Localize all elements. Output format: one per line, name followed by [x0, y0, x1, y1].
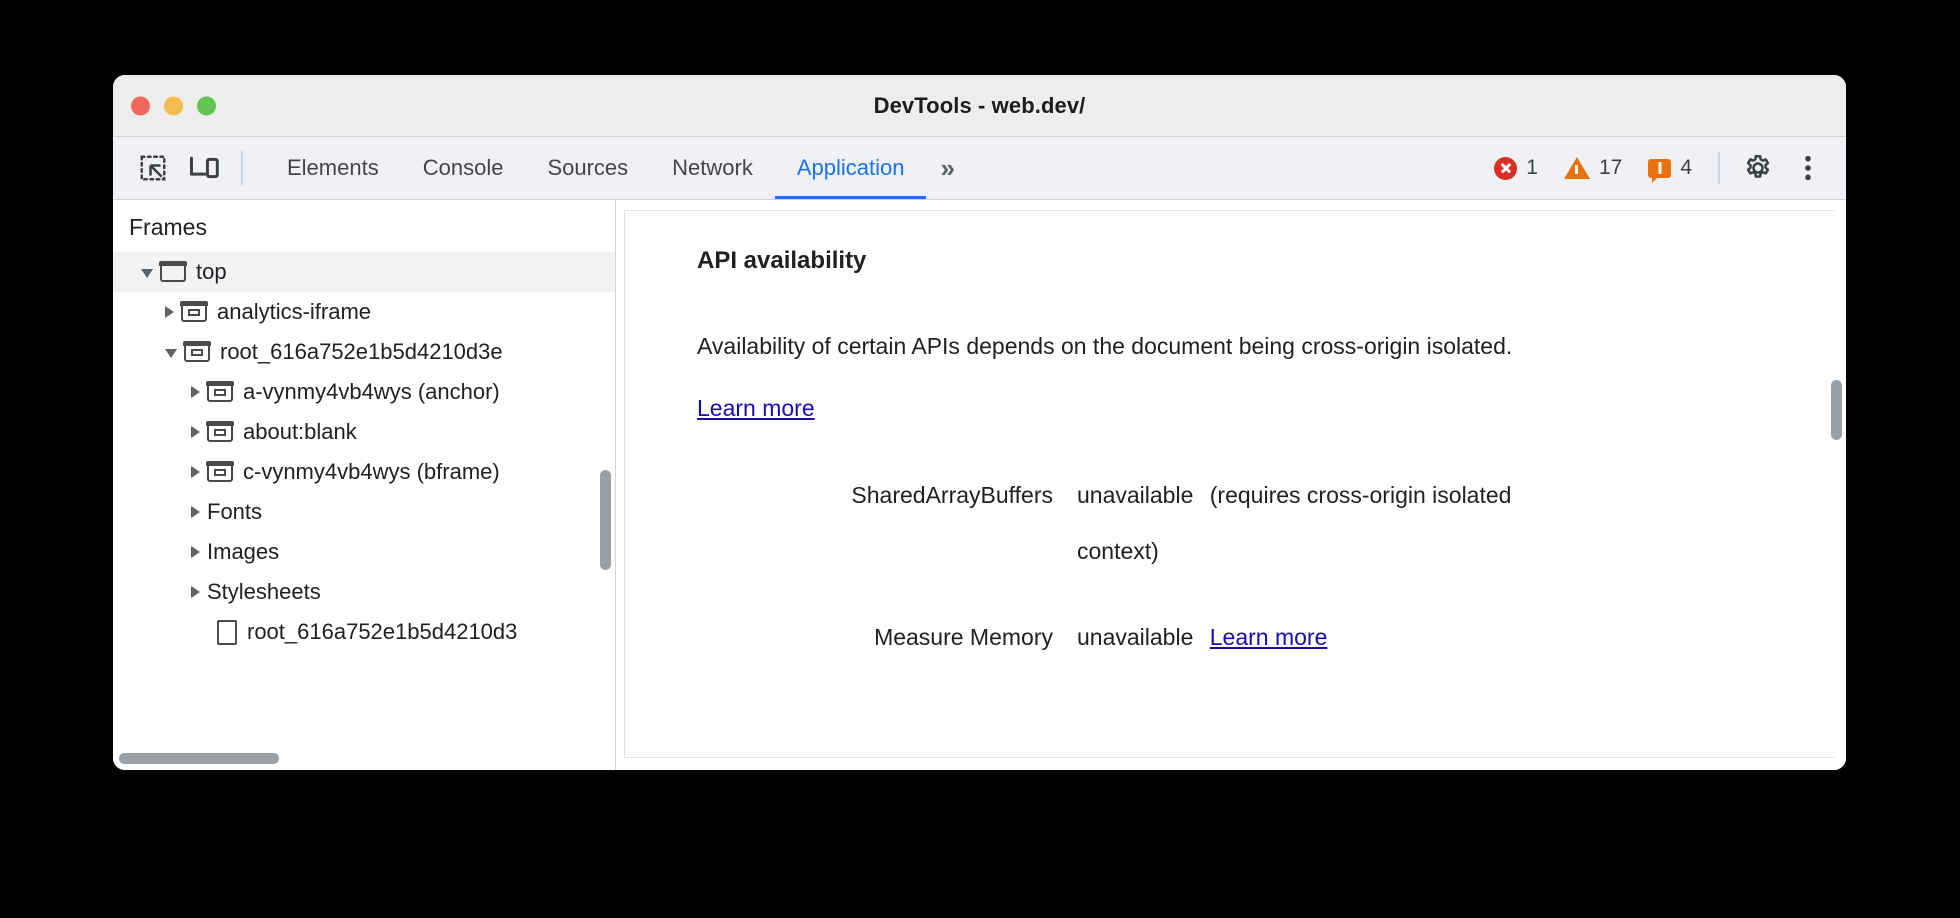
window-titlebar: DevTools - web.dev/ [113, 75, 1846, 137]
api-row-status: unavailable [1077, 624, 1194, 650]
frames-sidebar: Frames top analytics-iframe root_616a752… [113, 200, 616, 770]
api-row-status: unavailable [1077, 482, 1194, 508]
frame-icon [183, 341, 211, 362]
chevron-right-icon[interactable] [165, 306, 174, 318]
devtools-window: DevTools - web.dev/ Elements Console Sou… [113, 75, 1846, 770]
tree-item-label: a-vynmy4vb4wys (anchor) [243, 379, 500, 404]
learn-more-link[interactable]: Learn more [697, 395, 815, 421]
chevron-right-icon[interactable] [191, 466, 200, 478]
chevron-right-icon[interactable] [191, 506, 200, 518]
maximize-window-button[interactable] [197, 96, 216, 115]
api-description: Availability of certain APIs depends on … [697, 315, 1547, 439]
tree-item-stylesheets[interactable]: Stylesheets [113, 572, 615, 612]
tree-item-label: Images [207, 539, 280, 564]
frame-icon [206, 421, 234, 442]
tree-item-root-document[interactable]: root_616a752e1b5d4210d3 [113, 612, 615, 652]
error-count: 1 [1526, 156, 1538, 179]
chevron-down-icon[interactable] [165, 349, 177, 358]
security-report-section: API availability Availability of certain… [624, 210, 1834, 758]
toolbar-divider [241, 151, 243, 185]
tab-sources[interactable]: Sources [547, 155, 629, 180]
tab-console[interactable]: Console [422, 155, 504, 180]
api-row-value: unavailable (requires cross-origin isola… [1077, 467, 1597, 579]
issue-count: 4 [1680, 156, 1692, 179]
tree-item-about-blank[interactable]: about:blank [113, 412, 615, 452]
panel-tabs: Elements Console Sources Network Applica… [265, 137, 966, 199]
main-vertical-scrollbar[interactable] [1831, 380, 1842, 440]
tree-item-anchor-frame[interactable]: a-vynmy4vb4wys (anchor) [113, 372, 615, 412]
frame-icon [180, 301, 208, 322]
tree-item-label: Fonts [207, 499, 263, 524]
chevron-right-icon[interactable] [191, 546, 200, 558]
tree-item-label: analytics-iframe [217, 299, 372, 324]
sidebar-horizontal-scrollbar[interactable] [119, 753, 279, 764]
api-row-shared-array-buffers: SharedArrayBuffers unavailable (requires… [697, 467, 1834, 579]
api-availability-rows: SharedArrayBuffers unavailable (requires… [697, 467, 1834, 665]
tree-item-fonts[interactable]: Fonts [113, 492, 615, 532]
inspect-element-icon[interactable] [127, 137, 179, 199]
tree-item-label: root_616a752e1b5d4210d3e [220, 339, 503, 364]
tree-item-label: top [196, 259, 227, 284]
tree-item-label: root_616a752e1b5d4210d3 [247, 619, 518, 644]
frame-icon [206, 381, 234, 402]
window-icon [159, 261, 187, 282]
chevron-down-icon[interactable] [141, 269, 153, 278]
frames-header: Frames [129, 214, 207, 240]
device-toolbar-icon[interactable] [179, 137, 231, 199]
warning-counter[interactable]: 17 [1554, 156, 1632, 180]
gear-icon[interactable] [1736, 146, 1780, 190]
tab-network[interactable]: Network [672, 155, 753, 180]
close-window-button[interactable] [131, 96, 150, 115]
tab-application[interactable]: Application [774, 137, 927, 199]
error-counter[interactable]: 1 [1484, 156, 1548, 180]
tree-item-bframe[interactable]: c-vynmy4vb4wys (bframe) [113, 452, 615, 492]
api-row-note: (requires cross-origin isolated context) [1077, 482, 1512, 564]
tree-item-label: Stylesheets [207, 579, 321, 604]
api-row-measure-memory: Measure Memory unavailable Learn more [697, 609, 1834, 665]
chevron-right-icon[interactable] [191, 586, 200, 598]
learn-more-link[interactable]: Learn more [1209, 624, 1328, 650]
status-divider [1718, 152, 1720, 184]
more-tabs-icon[interactable]: » [940, 152, 955, 183]
chevron-right-icon[interactable] [191, 426, 200, 438]
api-description-text: Availability of certain APIs depends on … [697, 333, 1513, 359]
api-row-label: SharedArrayBuffers [851, 482, 1053, 508]
error-icon [1494, 156, 1518, 180]
tree-item-root-frame[interactable]: root_616a752e1b5d4210d3e [113, 332, 615, 372]
frames-tree: top analytics-iframe root_616a752e1b5d42… [113, 252, 615, 652]
document-icon [217, 619, 237, 645]
tree-item-analytics-iframe[interactable]: analytics-iframe [113, 292, 615, 332]
issue-icon [1648, 158, 1672, 183]
kebab-menu-icon[interactable] [1786, 146, 1830, 190]
tree-item-label: about:blank [243, 419, 357, 444]
warning-icon [1563, 157, 1590, 179]
issue-counter[interactable]: 4 [1638, 156, 1702, 183]
api-row-label: Measure Memory [874, 624, 1053, 650]
minimize-window-button[interactable] [164, 96, 183, 115]
tab-elements[interactable]: Elements [287, 155, 379, 180]
frame-icon [206, 461, 234, 482]
toolbar-status-zone: 1 17 4 [1484, 137, 1846, 199]
tree-item-label: c-vynmy4vb4wys (bframe) [243, 459, 500, 484]
application-main-panel: API availability Availability of certain… [616, 200, 1846, 770]
page-title: API availability [697, 247, 867, 274]
warning-count: 17 [1598, 156, 1623, 179]
chevron-right-icon[interactable] [191, 386, 200, 398]
devtools-body: Frames top analytics-iframe root_616a752… [113, 200, 1846, 770]
sidebar-vertical-scrollbar[interactable] [600, 470, 611, 570]
traffic-lights [131, 96, 216, 115]
devtools-toolbar: Elements Console Sources Network Applica… [113, 137, 1846, 200]
tree-item-top[interactable]: top [113, 252, 615, 292]
tree-item-images[interactable]: Images [113, 532, 615, 572]
window-title: DevTools - web.dev/ [873, 92, 1086, 118]
api-row-value: unavailable Learn more [1077, 609, 1597, 665]
